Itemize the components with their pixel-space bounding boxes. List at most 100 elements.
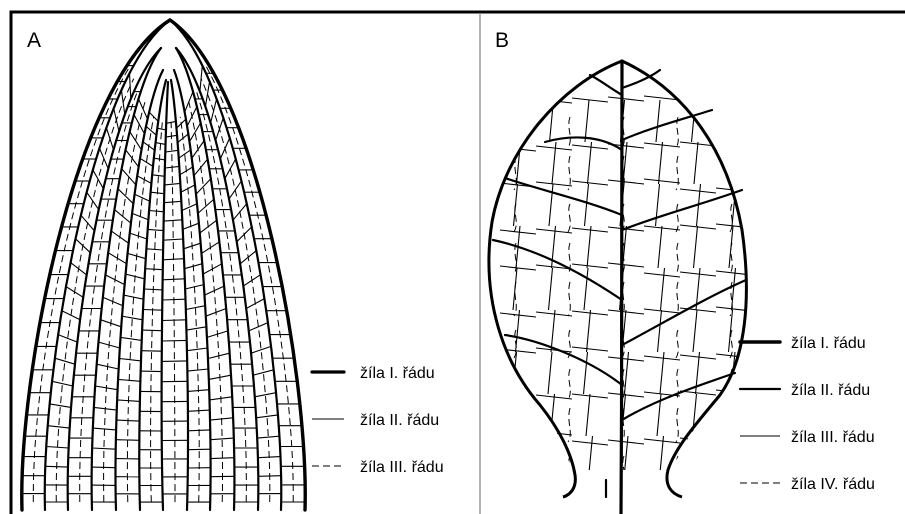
secondary-vein	[493, 240, 622, 300]
cross-vein	[141, 371, 162, 372]
tertiary-vein	[584, 268, 588, 310]
cross-vein	[130, 132, 142, 150]
cross-vein	[151, 192, 165, 194]
cross-vein	[162, 320, 186, 321]
tertiary-vein	[572, 441, 608, 445]
tertiary-vein	[608, 180, 644, 184]
legend-label: žíla I. řádu	[360, 365, 435, 382]
secondary-vein	[622, 190, 742, 230]
cross-vein	[141, 351, 162, 352]
tertiary-vein	[549, 268, 553, 310]
panel-a-legend: žíla I. řádu žíla II. řádu žíla III. řád…	[312, 365, 444, 476]
tertiary-vein	[572, 98, 608, 102]
cross-vein	[92, 467, 116, 468]
cross-vein	[121, 337, 142, 340]
tertiary-vein	[586, 394, 590, 436]
secondary-vein	[505, 335, 622, 385]
cross-vein	[240, 251, 256, 264]
tertiary-vein	[500, 313, 536, 317]
quaternary-vein	[568, 117, 570, 148]
tertiary-vein	[551, 310, 555, 352]
tertiary-vein	[536, 229, 572, 233]
tertiary-vein	[680, 225, 716, 229]
tertiary-vein	[536, 146, 572, 150]
tertiary-vein	[608, 357, 644, 361]
tertiary-vein	[695, 436, 699, 478]
panel-b-minor-veins	[500, 95, 752, 484]
tertiary-vein	[548, 352, 552, 394]
cross-vein	[162, 299, 185, 300]
tertiary-vein	[716, 437, 752, 441]
tertiary-vein	[730, 142, 734, 184]
cross-vein	[164, 220, 183, 221]
quaternary-vein	[676, 330, 678, 358]
cross-vein	[142, 330, 162, 331]
panel-b-leaf-outline	[489, 61, 622, 497]
cross-vein	[211, 458, 235, 459]
tertiary-vein	[512, 436, 516, 478]
cross-vein	[118, 189, 133, 204]
tertiary-vein	[716, 105, 752, 109]
panel-b-legend-item: žíla IV. řádu	[740, 476, 875, 493]
tertiary-vein	[572, 347, 608, 351]
panel-a-label: A	[27, 29, 41, 52]
quaternary-vein	[676, 204, 678, 232]
tertiary-vein	[608, 97, 644, 101]
cross-vein	[145, 269, 163, 270]
quaternary-vein	[568, 282, 570, 316]
panel-b-legend: žíla I. řádu žíla II. řádu žíla III. řád…	[740, 335, 875, 493]
quaternary-vein	[676, 243, 678, 274]
cross-vein	[66, 287, 83, 298]
cross-vein	[243, 275, 260, 287]
cross-vein	[149, 211, 164, 212]
tertiary-vein	[608, 440, 644, 444]
cross-vein	[100, 148, 109, 169]
cross-vein	[187, 107, 197, 127]
cross-vein	[130, 73, 131, 99]
panel-a-legend-item: žíla I. řádu	[312, 365, 435, 382]
cross-vein	[115, 210, 131, 224]
secondary-vein	[590, 75, 622, 95]
cross-vein	[188, 410, 210, 411]
cross-vein	[237, 227, 252, 242]
cross-vein	[50, 404, 71, 408]
panel-a-primary-veins	[22, 20, 305, 510]
cross-vein	[256, 415, 278, 418]
tertiary-vein	[587, 310, 591, 352]
cross-vein	[152, 175, 165, 177]
panel-b-legend-item: žíla I. řádu	[740, 335, 866, 352]
tertiary-vein	[644, 179, 680, 183]
cross-vein	[76, 239, 91, 253]
tertiary-vein	[623, 142, 627, 184]
cross-vein	[146, 249, 163, 250]
cross-vein	[198, 199, 214, 213]
tertiary-vein	[551, 394, 555, 436]
panel-b-tertiary-veins	[500, 95, 752, 478]
tertiary-vein	[500, 432, 536, 436]
tertiary-vein	[693, 310, 697, 352]
cross-vein	[192, 141, 204, 159]
quaternary-vein	[514, 330, 516, 358]
tertiary-vein	[680, 95, 716, 99]
cross-vein	[258, 476, 281, 477]
cross-vein	[200, 66, 202, 92]
legend-label: žíla IV. řádu	[791, 476, 875, 493]
tertiary-vein	[732, 268, 736, 310]
panel-b-secondary-veins	[493, 70, 746, 420]
secondary-vein	[505, 178, 622, 215]
quaternary-vein	[568, 156, 570, 190]
tertiary-vein	[731, 436, 735, 478]
cross-vein	[114, 108, 119, 131]
tertiary-vein	[589, 436, 593, 478]
tertiary-vein	[500, 100, 536, 104]
cross-vein	[121, 90, 124, 115]
cross-vein	[257, 436, 279, 438]
cross-vein	[48, 426, 70, 428]
tertiary-vein	[644, 309, 680, 313]
tertiary-vein	[171, 122, 175, 502]
cross-vein	[229, 181, 241, 199]
cross-vein	[111, 231, 128, 243]
cross-vein	[116, 420, 139, 421]
cross-vein	[200, 220, 217, 233]
